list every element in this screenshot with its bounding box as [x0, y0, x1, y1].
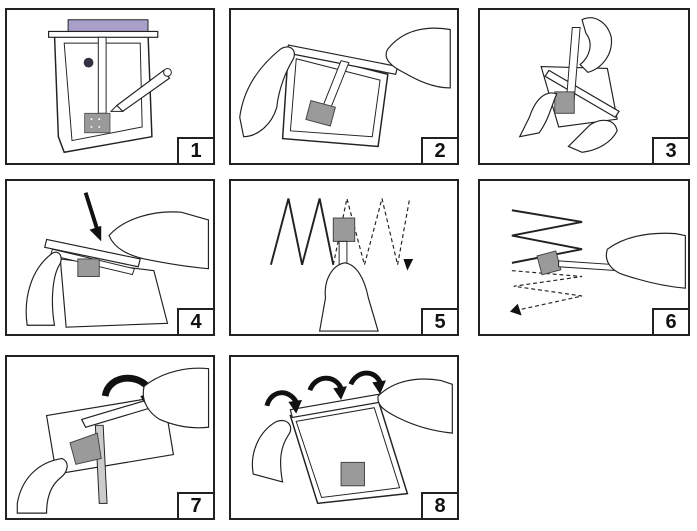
- step-number: 5: [421, 308, 457, 334]
- step-7-panel: 7: [5, 355, 215, 520]
- left-hand: [239, 46, 295, 138]
- step-number: 1: [177, 137, 213, 163]
- swab-pad: [340, 461, 365, 487]
- step-number: 6: [652, 308, 688, 334]
- swab-pad: [69, 432, 102, 465]
- left-hand: [25, 251, 62, 326]
- swab-pad: [305, 100, 336, 127]
- zigzag-dashed-path: [511, 270, 583, 311]
- step-3-panel: 3: [478, 8, 690, 165]
- step-5-illustration: [269, 198, 414, 332]
- zigzag-solid-path: [511, 209, 583, 264]
- zigzag-solid-path: [269, 198, 335, 266]
- dashed-arrowhead-icon: [403, 258, 414, 271]
- step-6-illustration: [509, 209, 686, 316]
- step-3-illustration: [518, 17, 620, 153]
- left-hand: [251, 419, 292, 483]
- right-hand: [377, 378, 453, 434]
- swab-pad: [536, 250, 562, 276]
- swab-pad: [84, 112, 111, 134]
- step-number: 4: [177, 308, 213, 334]
- zigzag-dashed-path: [332, 198, 410, 268]
- step-2-panel: 2: [229, 8, 459, 165]
- sterile-package: [289, 399, 409, 505]
- dashed-arrowhead-icon: [509, 303, 522, 316]
- curved-arrow-left-icon: [264, 390, 303, 414]
- step-5-panel: 5: [229, 179, 459, 336]
- hand: [605, 232, 686, 289]
- down-arrow-icon: [83, 192, 102, 242]
- step-4-panel: 4: [5, 179, 215, 336]
- step-number: 3: [652, 137, 688, 163]
- right-hand: [385, 27, 451, 89]
- applicator-stick: [97, 36, 107, 114]
- lower-hand: [518, 92, 558, 138]
- right-hand: [108, 211, 210, 270]
- swab-pad: [554, 91, 575, 114]
- swab-pad: [77, 258, 100, 277]
- brand-logo-icon: [83, 57, 94, 68]
- step-6-panel: 6: [478, 179, 690, 336]
- applicator-bar: [43, 238, 141, 268]
- curved-arrow-middle-icon: [307, 375, 347, 400]
- curved-arrow-right-icon: [348, 370, 386, 395]
- pen-icon: [109, 67, 172, 113]
- step-number: 8: [421, 492, 457, 518]
- lower-right-hand: [567, 119, 618, 153]
- applicator-bar: [48, 30, 159, 38]
- step-7-illustration: [16, 367, 210, 514]
- step-8-panel: 8: [229, 355, 459, 520]
- step-number: 2: [421, 137, 457, 163]
- step-4-illustration: [25, 192, 210, 328]
- step-1-panel: 1: [5, 8, 215, 165]
- upper-hand: [579, 17, 612, 74]
- left-hand: [16, 457, 68, 514]
- step-number: 7: [177, 492, 213, 518]
- right-hand: [142, 367, 210, 429]
- step-8-illustration: [251, 370, 453, 505]
- swab-pad: [332, 217, 356, 242]
- hand: [318, 262, 379, 332]
- step-2-illustration: [239, 27, 451, 148]
- step-1-illustration: [48, 19, 172, 154]
- applicator-bar: [544, 69, 620, 118]
